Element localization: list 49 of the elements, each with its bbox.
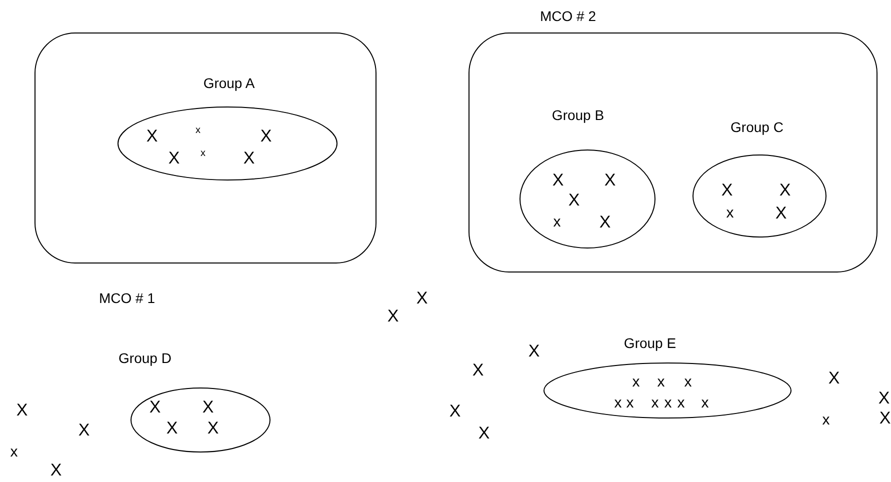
x-mark: X <box>50 462 62 478</box>
x-mark: X <box>78 422 90 438</box>
x-mark: x <box>200 149 206 159</box>
x-mark: x <box>651 396 659 410</box>
x-mark: X <box>552 172 564 188</box>
x-mark: x <box>657 374 665 390</box>
group-heading: Group D <box>118 351 172 365</box>
x-mark: x <box>632 374 640 390</box>
x-mark: X <box>828 370 840 386</box>
x-mark: X <box>202 398 214 416</box>
x-mark: X <box>878 390 890 406</box>
x-mark: X <box>416 290 428 306</box>
group-heading: Group B <box>552 108 604 122</box>
x-mark: X <box>528 342 540 360</box>
x-mark: X <box>168 150 180 166</box>
x-mark: X <box>243 150 255 166</box>
x-mark: x <box>553 214 561 230</box>
x-mark: X <box>146 128 158 144</box>
x-mark: X <box>16 402 28 418</box>
x-mark: x <box>684 374 692 390</box>
x-mark: X <box>879 410 891 426</box>
x-mark: X <box>478 424 490 442</box>
group-heading: Group E <box>624 336 676 350</box>
x-mark: x <box>664 396 672 410</box>
x-mark: X <box>472 362 484 378</box>
x-mark: X <box>149 398 161 416</box>
x-mark: x <box>677 396 685 410</box>
x-mark: x <box>626 396 634 410</box>
x-mark: x <box>614 396 622 410</box>
group-heading: Group C <box>730 120 784 134</box>
x-mark: x <box>196 126 200 136</box>
x-mark: x <box>701 396 709 410</box>
x-mark: x <box>726 206 734 220</box>
x-mark: X <box>599 214 611 230</box>
x-mark: X <box>775 204 787 222</box>
x-mark: X <box>568 192 580 208</box>
group-heading: MCO # 2 <box>540 9 596 23</box>
group-heading: Group A <box>203 76 255 90</box>
x-mark: X <box>604 172 616 188</box>
group-heading: MCO # 1 <box>99 291 155 305</box>
x-mark: X <box>260 128 272 144</box>
x-mark: X <box>779 182 791 198</box>
x-mark: x <box>822 412 830 428</box>
x-mark: X <box>721 182 733 198</box>
x-mark: X <box>207 420 219 436</box>
x-mark: X <box>387 308 399 324</box>
x-mark: x <box>10 444 18 460</box>
x-mark: X <box>449 402 461 420</box>
x-mark: X <box>166 420 178 436</box>
